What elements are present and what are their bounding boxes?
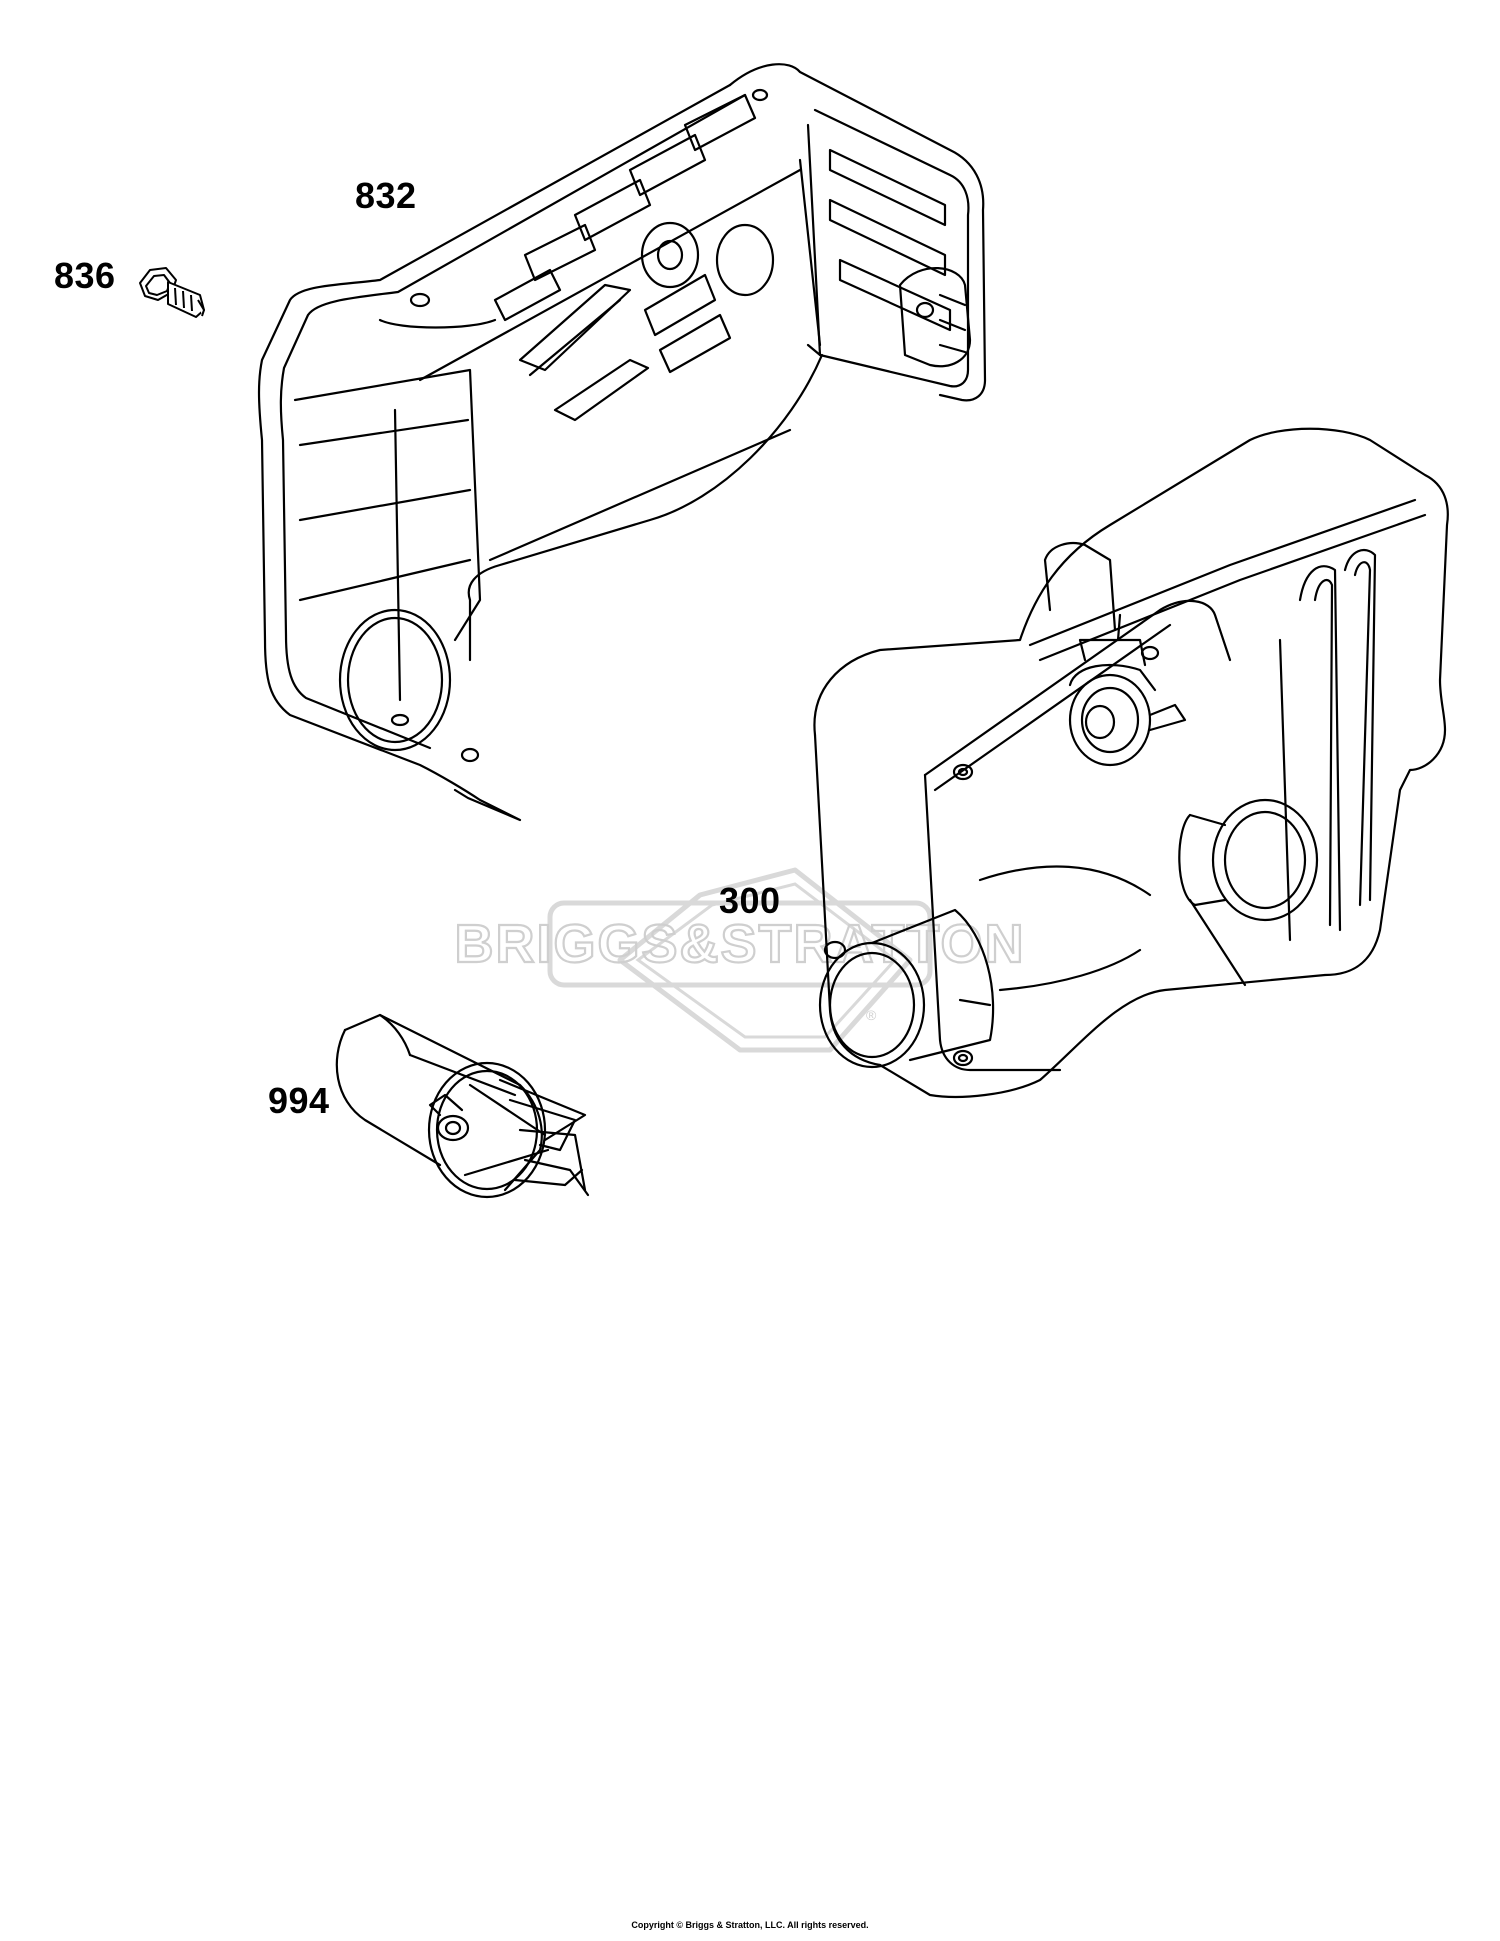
part-number-832: 832 — [355, 175, 417, 216]
part-994-spark-arrestor-drawing — [335, 1013, 590, 1199]
part-832-muffler-guard-drawing — [257, 63, 987, 822]
part-836-screw-drawing — [139, 267, 205, 318]
part-number-836: 836 — [54, 255, 116, 296]
part-number-994: 994 — [268, 1080, 330, 1121]
watermark-registered-mark: ® — [866, 1007, 877, 1023]
watermark-text: BRIGGS&STRATTON — [454, 914, 1025, 974]
part-300-muffler-drawing — [813, 427, 1449, 1098]
briggs-stratton-watermark: BRIGGS&STRATTON ® — [453, 867, 1025, 1053]
part-number-300: 300 — [719, 880, 781, 921]
copyright-footer: Copyright © Briggs & Stratton, LLC. All … — [631, 1920, 869, 1930]
